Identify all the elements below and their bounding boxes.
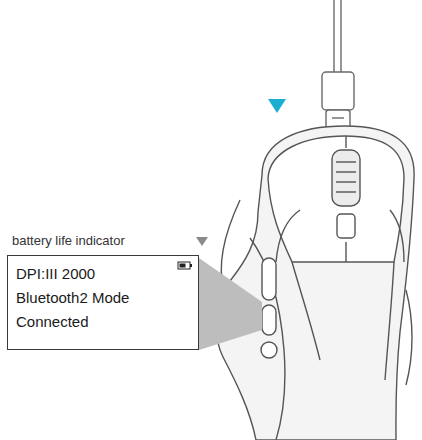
usb-c-cable bbox=[322, 0, 354, 144]
callout-wedge bbox=[199, 258, 262, 350]
display-screen-box: DPI:III 2000Bluetooth2 ModeConnected bbox=[7, 255, 199, 350]
screen-text: Bluetooth2 Mode bbox=[16, 286, 190, 310]
indicator-label: battery life indicator bbox=[12, 233, 125, 248]
insert-arrow bbox=[268, 99, 286, 113]
screen-text: Connected bbox=[16, 310, 190, 334]
pointer-triangle bbox=[196, 237, 208, 246]
screen-text: DPI:III 2000 bbox=[16, 262, 190, 286]
mouse-body bbox=[216, 126, 414, 440]
